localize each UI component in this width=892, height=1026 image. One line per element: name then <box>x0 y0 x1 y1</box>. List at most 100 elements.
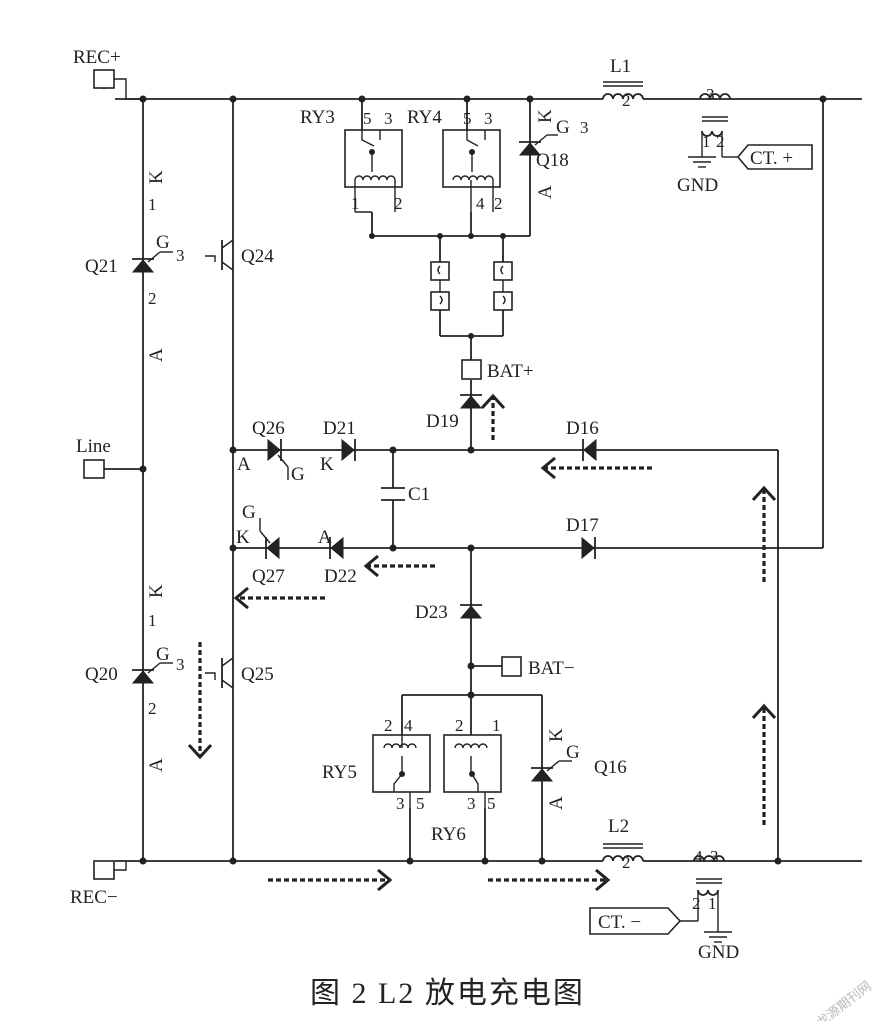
svg-text:G: G <box>291 464 305 485</box>
svg-text:Line: Line <box>76 436 111 457</box>
svg-text:K: K <box>546 728 567 742</box>
svg-text:REC−: REC− <box>70 887 118 908</box>
svg-text:D21: D21 <box>323 418 356 439</box>
svg-text:A: A <box>146 348 167 362</box>
figure-caption: 图 2 L2 放电充电图 <box>310 977 585 1010</box>
svg-text:2: 2 <box>384 716 393 735</box>
svg-text:3: 3 <box>484 109 493 128</box>
svg-text:4: 4 <box>476 194 485 213</box>
thyristor-q27: Q27 G K <box>236 502 285 587</box>
relay-contacts <box>430 261 513 311</box>
svg-text:2: 2 <box>494 194 503 213</box>
svg-text:Q25: Q25 <box>241 664 274 685</box>
svg-text:REC+: REC+ <box>73 47 121 68</box>
transistor-q24: Q24 <box>205 239 274 271</box>
svg-text:2: 2 <box>455 716 464 735</box>
svg-text:3: 3 <box>710 847 719 866</box>
svg-text:D17: D17 <box>566 515 599 536</box>
svg-text:4: 4 <box>404 716 413 735</box>
svg-text:Q21: Q21 <box>85 256 118 277</box>
svg-text:1: 1 <box>351 194 360 213</box>
svg-text:3: 3 <box>176 655 185 674</box>
diode-d16: D16 <box>566 418 599 462</box>
svg-text:D23: D23 <box>415 602 448 623</box>
svg-text:K: K <box>320 454 334 475</box>
inductor-l1: L1 2 <box>602 56 644 110</box>
svg-text:L1: L1 <box>610 56 631 77</box>
svg-text:5: 5 <box>487 794 496 813</box>
svg-text:Q16: Q16 <box>594 757 627 778</box>
svg-text:CT. +: CT. + <box>750 148 793 169</box>
terminal-rec-plus: REC+ <box>73 47 143 100</box>
svg-text:A: A <box>546 796 567 810</box>
svg-text:2: 2 <box>394 194 403 213</box>
svg-text:D19: D19 <box>426 411 459 432</box>
svg-text:RY5: RY5 <box>322 762 357 783</box>
svg-text:A: A <box>535 185 556 199</box>
svg-text:1: 1 <box>148 195 157 214</box>
current-transformer-bottom: 4 3 2 1 GND CT. − <box>589 847 739 963</box>
thyristor-q16: Q16 G K A <box>530 728 627 810</box>
terminal-bat-minus: BAT− <box>501 656 575 679</box>
diode-d23: D23 <box>415 602 483 623</box>
svg-text:3: 3 <box>706 85 715 104</box>
thyristor-q21: Q21 G 3 K 1 2 A <box>85 170 185 362</box>
svg-text:G: G <box>556 117 570 138</box>
terminal-bat-plus: BAT+ <box>461 359 534 382</box>
relay-ry3: RY3 5 3 1 2 <box>300 107 403 213</box>
svg-text:BAT−: BAT− <box>528 658 575 679</box>
svg-text:RY3: RY3 <box>300 107 335 128</box>
relay-ry6: RY6 2 1 3 5 <box>431 716 502 845</box>
svg-text:RY4: RY4 <box>407 107 442 128</box>
svg-text:2: 2 <box>716 132 725 151</box>
svg-text:CT. −: CT. − <box>598 912 641 933</box>
svg-text:A: A <box>237 454 251 475</box>
svg-text:1: 1 <box>702 132 711 151</box>
svg-text:G: G <box>156 232 170 253</box>
svg-text:A: A <box>146 758 167 772</box>
svg-text:Q26: Q26 <box>252 418 285 439</box>
svg-text:G: G <box>566 742 580 763</box>
relay-ry5: RY5 2 4 3 5 <box>322 716 431 813</box>
svg-text:3: 3 <box>176 246 185 265</box>
svg-text:3: 3 <box>467 794 476 813</box>
svg-text:G: G <box>242 502 256 523</box>
svg-text:5: 5 <box>463 109 472 128</box>
svg-text:C1: C1 <box>408 484 430 505</box>
svg-text:4: 4 <box>694 847 703 866</box>
current-transformer-top: 3 1 2 GND CT. + <box>677 85 813 196</box>
svg-text:5: 5 <box>416 794 425 813</box>
svg-text:1: 1 <box>708 894 717 913</box>
svg-text:2: 2 <box>148 289 157 308</box>
svg-text:RY6: RY6 <box>431 824 466 845</box>
svg-text:BAT+: BAT+ <box>487 361 534 382</box>
svg-text:D22: D22 <box>324 566 357 587</box>
svg-text:3: 3 <box>396 794 405 813</box>
diode-d17: D17 <box>566 515 599 560</box>
diode-d19: D19 <box>426 394 483 432</box>
svg-text:2: 2 <box>622 91 631 110</box>
svg-text:1: 1 <box>148 611 157 630</box>
transistor-q25: Q25 <box>205 657 274 689</box>
thyristor-q26: Q26 A G <box>237 418 305 485</box>
svg-text:K: K <box>146 170 167 184</box>
svg-text:Q20: Q20 <box>85 664 118 685</box>
current-flow-arrows <box>187 393 777 892</box>
svg-text:K: K <box>146 584 167 598</box>
svg-text:Q18: Q18 <box>536 150 569 171</box>
terminal-rec-minus: REC− <box>70 860 127 908</box>
svg-text:Q24: Q24 <box>241 246 274 267</box>
svg-text:2: 2 <box>692 894 701 913</box>
diode-d22: D22 A <box>318 527 357 587</box>
svg-text:2: 2 <box>622 853 631 872</box>
svg-text:K: K <box>535 109 556 123</box>
thyristor-q18: Q18 G 3 K A <box>518 109 589 199</box>
capacitor-c1: C1 <box>381 484 430 505</box>
watermark: 龙源期刊网 <box>814 978 874 1021</box>
svg-text:3: 3 <box>580 118 589 137</box>
svg-text:GND: GND <box>698 942 739 963</box>
svg-text:D16: D16 <box>566 418 599 439</box>
thyristor-q20: Q20 G 3 K 1 2 A <box>85 584 185 772</box>
